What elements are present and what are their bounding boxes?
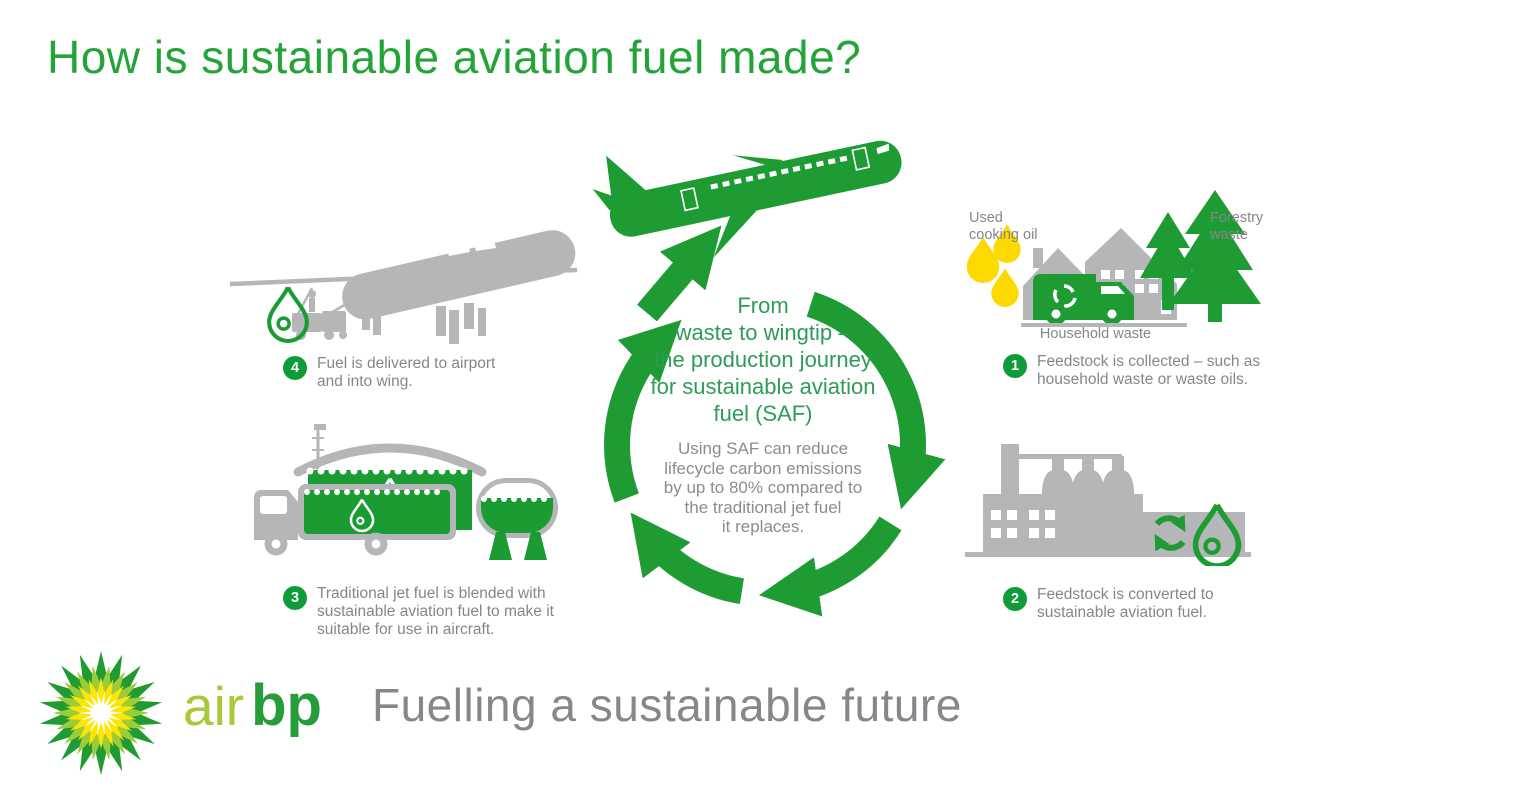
cycle-center-text: From waste to wingtip – the production j… <box>592 292 934 537</box>
page-title: How is sustainable aviation fuel made? <box>47 31 862 83</box>
step-2: 2 Feedstock is converted to sustainable … <box>1003 586 1263 622</box>
heading-line: the production journey <box>654 347 872 372</box>
step-number-badge: 1 <box>1003 354 1027 378</box>
bp-helios-logo-icon <box>39 651 163 775</box>
saf-cycle-graphic <box>592 140 946 617</box>
airport-fuelling-icon <box>229 230 578 344</box>
step-4: 4 Fuel is delivered to airport and into … <box>283 355 543 391</box>
heading-line: waste to wingtip – <box>675 320 851 345</box>
recycle-arrows-icon <box>1154 514 1186 552</box>
ground-line <box>1021 323 1187 327</box>
blending-tanks-icon <box>254 424 558 560</box>
logo-bp-text: bp <box>251 673 322 738</box>
step-1: 1 Feedstock is collected – such as house… <box>1003 353 1273 389</box>
body-line: by up to 80% compared to <box>663 478 863 497</box>
landing-gear-icon <box>362 303 486 344</box>
heading-line: fuel (SAF) <box>713 401 813 426</box>
step-description: Feedstock is converted to sustainable av… <box>1037 586 1214 621</box>
logo-air-text: air <box>183 675 245 737</box>
cycle-arrows-icon <box>604 225 946 617</box>
label-household-waste: Household waste <box>1039 326 1152 342</box>
tagline: Fuelling a sustainable future <box>372 679 962 731</box>
fuel-drop-icon <box>1192 503 1242 566</box>
heading-line: for sustainable aviation <box>650 374 876 399</box>
tanker-truck-icon <box>254 484 456 556</box>
step-description: Feedstock is collected – such as househo… <box>1037 353 1261 388</box>
fuelling-truck-icon <box>292 287 347 340</box>
step-number-badge: 4 <box>283 356 307 380</box>
label-forestry-waste: Forestry waste <box>1210 210 1264 243</box>
airbp-wordmark: air bp <box>183 672 322 739</box>
cycle-body: Using SAF can reduce lifecycle carbon em… <box>592 439 934 537</box>
waste-truck-icon <box>1033 274 1134 325</box>
green-airplane-icon <box>592 140 902 258</box>
step-description: Traditional jet fuel is blended with sus… <box>317 585 554 638</box>
body-line: Using SAF can reduce <box>677 439 849 458</box>
body-line: it replaces. <box>721 517 805 536</box>
gray-airplane-icon <box>229 230 578 344</box>
fuel-drop-icon <box>267 286 309 343</box>
heading-line: From <box>737 293 789 318</box>
cylinder-tank-icon <box>476 478 558 560</box>
forestry-trees-icon <box>1140 190 1261 322</box>
body-line: lifecycle carbon emissions <box>664 458 862 478</box>
feedstock-collection-icon <box>966 190 1261 327</box>
oil-drops-icon <box>966 224 1021 307</box>
arrow-to-plane-icon <box>637 225 722 322</box>
body-line: the traditional jet fuel <box>684 497 842 517</box>
label-used-cooking-oil: Used cooking oil <box>969 210 1038 243</box>
cycle-heading: From waste to wingtip – the production j… <box>592 292 934 427</box>
step-number-badge: 3 <box>283 586 307 610</box>
refinery-icon <box>965 444 1251 566</box>
step-description: Fuel is delivered to airport and into wi… <box>317 355 496 390</box>
step-3: 3 Traditional jet fuel is blended with s… <box>283 585 573 639</box>
step-number-badge: 2 <box>1003 587 1027 611</box>
